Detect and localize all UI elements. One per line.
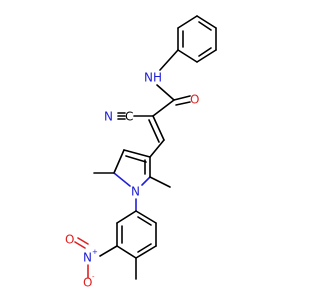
molecule-diagram: NH O N C N N + O O - [65,15,217,290]
nitro-n-charge: + [92,248,98,256]
methyl-right [149,176,171,188]
bond-phenyl-nh [159,49,179,71]
pyrrole-n-label: N [131,185,140,199]
pyrrole-ring [113,149,151,187]
vinyl-double-bond [148,115,165,143]
bond-vinyl-pyrrole [149,139,165,158]
nitrile-c-label: C [125,110,133,124]
phenyl-ring [177,15,217,63]
nitro-n-label: N [83,251,92,265]
carbonyl-o-label: O [190,93,199,107]
nitro-o-single-label: O [83,276,92,290]
structure-svg: NH O N C N N + O O - [65,15,217,290]
nitrile-n-label: N [104,110,113,124]
nitro-o-double-label: O [65,233,74,247]
bond-nh-carbonyl [156,84,175,101]
bond-carbonyl-alpha [152,99,175,117]
bond-nitro-o-double [74,237,89,249]
carbonyl-bond [173,95,191,106]
amide-nh-label: NH [144,71,162,85]
tolyl-ring [116,210,157,259]
nitro-o-charge: - [92,273,95,281]
nitrile-triple-bond [117,112,126,120]
bond-ring-nitro [99,245,118,257]
